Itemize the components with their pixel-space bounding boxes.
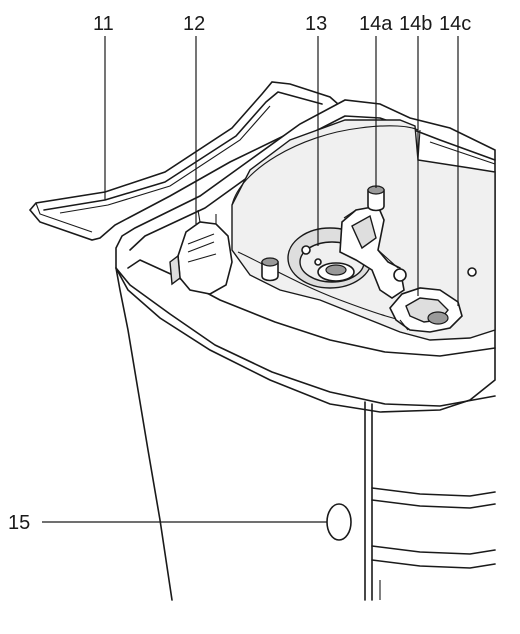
callout-14a: 14a (359, 13, 393, 35)
bolt-top (367, 185, 385, 212)
leader-lines (42, 36, 459, 523)
blade-detail (389, 287, 463, 333)
latch-part (169, 209, 233, 295)
callout-14c: 14c (439, 13, 471, 35)
callout-12: 12 (183, 13, 205, 35)
button-part (326, 503, 352, 541)
callout-labels: 11 12 13 14a 14b 14c 15 (8, 13, 471, 534)
callout-14b: 14b (399, 13, 432, 35)
callout-15: 15 (8, 512, 30, 534)
post-left (261, 257, 279, 282)
callout-11: 11 (93, 13, 114, 35)
callout-13: 13 (305, 13, 327, 35)
